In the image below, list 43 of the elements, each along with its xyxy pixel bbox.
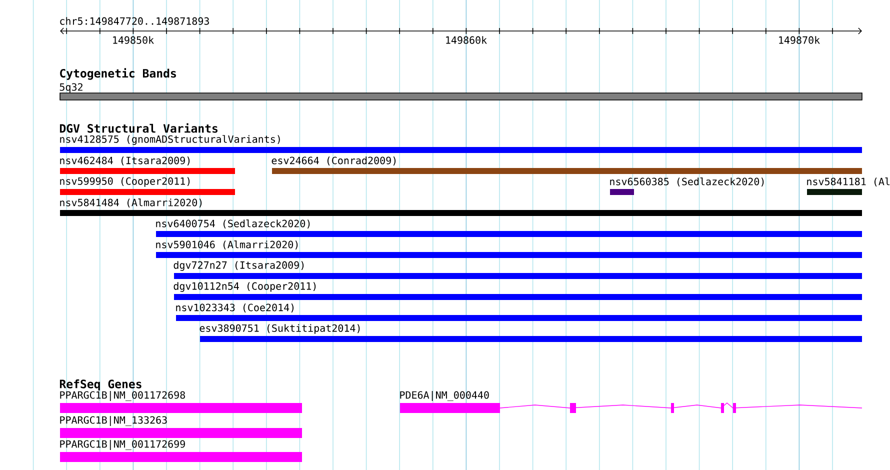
tick-label: 149850k <box>113 36 154 44</box>
tick-label: 149860k <box>446 36 487 44</box>
variant-bar: nsv5901046 (Almarri2020) <box>156 240 862 258</box>
variant-bar: nsv462484 (Itsara2009) <box>60 156 235 174</box>
node-label: dgv10112n54 (Cooper2011) <box>174 282 316 292</box>
variant-bar: esv3890751 (Suktitipat2014) <box>200 324 862 342</box>
node-label: nsv6560385 (Sedlazeck2020) <box>610 178 764 186</box>
node-label: 5q32 <box>60 83 82 93</box>
variant-bar: nsv5841484 (Almarri2020) <box>60 198 862 216</box>
location-label: chr5:149847720..149871893 <box>60 17 209 25</box>
node-label: PPARGC1B|NM_133263 <box>60 416 167 426</box>
variant-bar: nsv4128575 (gnomADStructuralVariants) <box>60 135 862 153</box>
variant-bar: nsv6400754 (Sedlazeck2020) <box>156 220 862 237</box>
node-label: nsv4128575 (gnomADStructuralVariants) <box>60 135 280 145</box>
node-label: PDE6A|NM_000440 <box>400 390 489 401</box>
node-label: nsv5841484 (Almarri2020) <box>60 198 202 208</box>
tick-label: 149870k <box>779 36 820 44</box>
track-title: Cytogenetic Bands <box>60 68 176 80</box>
node-label: nsv1023343 (Coe2014) <box>176 304 294 312</box>
track-title: DGV Structural Variants <box>60 123 218 133</box>
node-label: nsv462484 (Itsara2009) <box>60 156 190 166</box>
node-label: esv24664 (Conrad2009) <box>272 156 396 166</box>
node-label: dgv727n27 (Itsara2009) <box>174 261 304 271</box>
variant-bar: esv24664 (Conrad2009) <box>272 156 862 174</box>
track-title: RefSeq Genes <box>60 379 142 391</box>
gene-bar: PPARGC1B|NM_001172698 <box>60 391 302 413</box>
variant-bar: nsv5841181 (Al <box>807 178 890 195</box>
node-label: PPARGC1B|NM_001172698 <box>60 390 185 401</box>
node-label: nsv6400754 (Sedlazeck2020) <box>156 220 310 228</box>
variant-bar: dgv727n27 (Itsara2009) <box>174 261 862 279</box>
node-label: nsv599950 (Cooper2011) <box>60 177 190 187</box>
variant-bar: dgv10112n54 (Cooper2011) <box>174 282 862 300</box>
gene-bar: PPARGC1B|NM_133263 <box>60 416 302 438</box>
node-label: nsv5901046 (Almarri2020) <box>156 240 298 250</box>
node-label: PPARGC1B|NM_001172699 <box>60 440 185 450</box>
variant-bar: nsv599950 (Cooper2011) <box>60 177 235 195</box>
gene-bar: PPARGC1B|NM_001172699 <box>60 440 302 462</box>
node-label: nsv5841181 (Al <box>807 178 890 186</box>
cytoband-bar: 5q32 <box>60 83 862 100</box>
variant-bar: nsv6560385 (Sedlazeck2020) <box>610 178 764 195</box>
node-label: esv3890751 (Suktitipat2014) <box>200 324 360 334</box>
variant-bar: nsv1023343 (Coe2014) <box>176 304 862 321</box>
gene-model: PDE6A|NM_000440 <box>400 391 862 413</box>
